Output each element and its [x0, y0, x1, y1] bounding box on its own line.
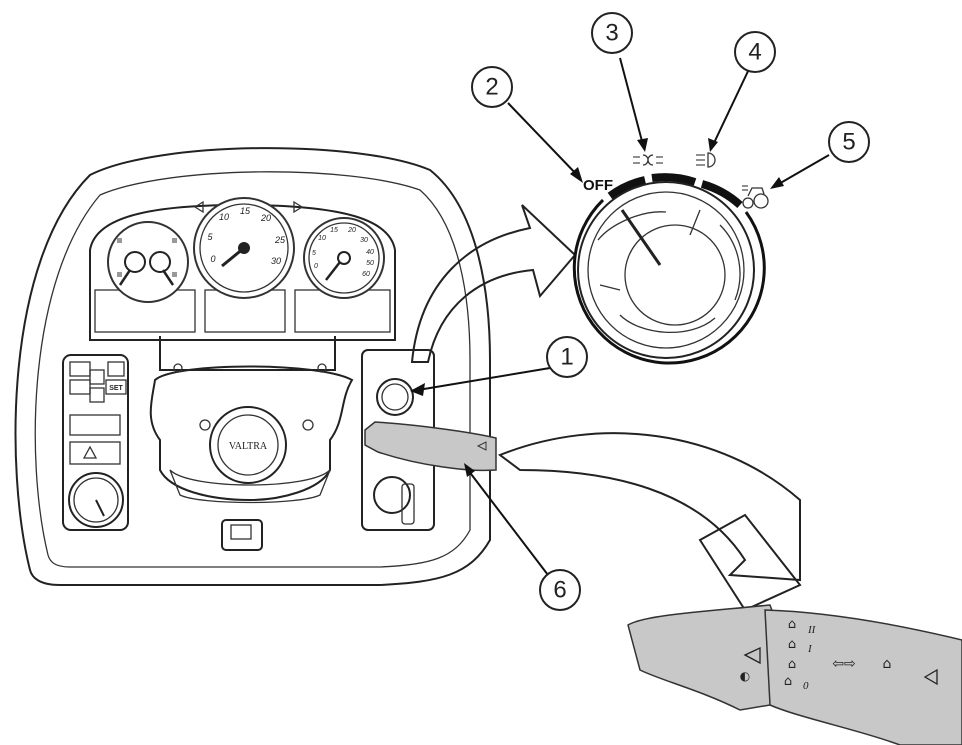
light-switch-zoom: OFF [574, 153, 768, 363]
svg-text:5: 5 [842, 129, 855, 156]
up-arrow-button[interactable] [90, 370, 104, 384]
svg-text:4: 4 [748, 39, 761, 66]
gauge-tick: 10 [219, 212, 229, 222]
gauge-tick: 60 [362, 271, 370, 278]
gauge-tick: 20 [260, 213, 271, 223]
screw-icon [200, 420, 210, 430]
gauge-tick: 5 [312, 250, 316, 257]
wiper-off-label: 0 [803, 680, 809, 692]
tractor-work-lights-icon [742, 186, 768, 208]
gauge-tick: 15 [240, 206, 251, 216]
gauge-tick: 40 [366, 249, 374, 256]
hazard-icon [84, 447, 96, 458]
wiper-speed-2-label: II [807, 624, 817, 636]
callout-5: 5 [829, 122, 869, 162]
bottom-switch-unit [222, 520, 262, 550]
gauge-tick: 25 [274, 235, 286, 245]
callout-1: 1 [547, 337, 587, 377]
hold-button[interactable] [108, 362, 124, 376]
rpm-gauge: 0 5 10 15 20 30 40 50 60 [304, 218, 384, 298]
gauge-tick: 0 [210, 254, 215, 264]
gauge-tick: 30 [360, 237, 368, 244]
wiper-intermittent-icon: ⌂ [788, 657, 796, 672]
stalk-small[interactable] [365, 422, 496, 470]
gauge-tick: 30 [271, 256, 281, 266]
down-arrow-button[interactable] [90, 388, 104, 402]
gauge-tick: 10 [318, 235, 326, 242]
wiper-off-icon: ⌂ [784, 674, 792, 689]
svg-text:1: 1 [560, 344, 573, 371]
wiper-speed-2-icon: ⌂ [788, 617, 796, 632]
wiper-speed-1-icon: ⌂ [788, 637, 796, 652]
gauge-tick: 0 [314, 263, 318, 270]
cruise-button[interactable] [70, 362, 90, 376]
set-button-label: SET [109, 385, 123, 392]
leader-lines [410, 58, 829, 575]
hazard-switch[interactable] [70, 442, 120, 464]
washer-icon: ⌂ [883, 656, 892, 672]
stalk-zoom: ⌂ II ⌂ I ⌂ ⌂ 0 ⇦⇨ ⌂ ◐ [628, 605, 962, 745]
memory-button[interactable] [70, 380, 90, 394]
turn-signal-arrows-icon: ⇦⇨ [832, 656, 855, 672]
steering-column: VALTRA [151, 364, 352, 503]
gauge-tick: 20 [347, 227, 356, 234]
headlight-flash-icon: ◐ [740, 669, 750, 683]
switch-ring-segment [652, 177, 695, 182]
callout-3: 3 [592, 13, 632, 53]
gauge-tick: 15 [330, 227, 338, 234]
speedometer-gauge: 0 5 10 15 20 25 30 [194, 198, 302, 298]
callout-4: 4 [735, 32, 775, 72]
off-position-label: OFF [583, 177, 613, 194]
callout-6: 6 [540, 570, 580, 610]
switch-slot[interactable] [70, 415, 120, 435]
fuel-temp-gauge [108, 222, 188, 302]
callout-2: 2 [472, 67, 512, 107]
low-beam-icon [696, 153, 715, 167]
switch-ring-segment [610, 180, 645, 196]
brand-logo-text: VALTRA [229, 441, 268, 452]
left-switch-panel: SET [63, 355, 128, 530]
svg-text:2: 2 [485, 74, 498, 101]
parking-lights-icon [633, 155, 663, 165]
ignition-key[interactable] [374, 477, 410, 513]
screw-icon [303, 420, 313, 430]
svg-text:3: 3 [605, 20, 618, 47]
svg-text:6: 6 [553, 577, 566, 604]
gauge-tick: 50 [366, 260, 374, 267]
zoom-arrow-upper [412, 205, 575, 362]
